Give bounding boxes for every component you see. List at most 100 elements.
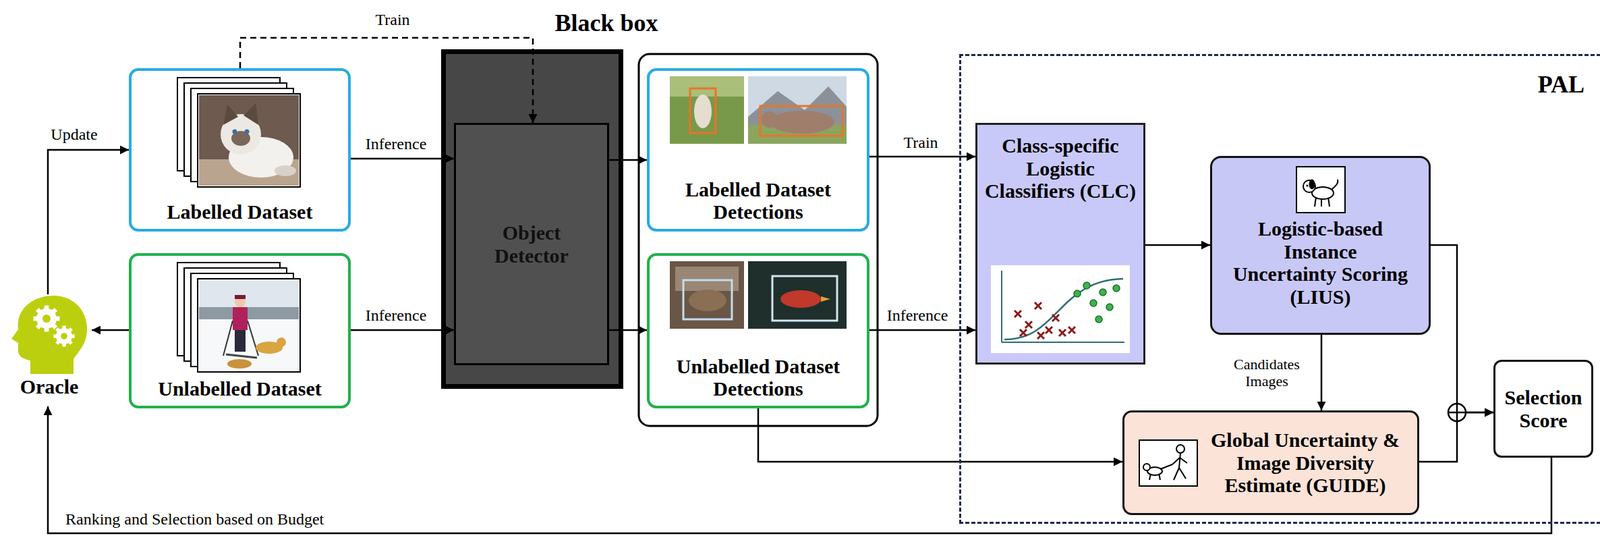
score-box: Selection Score bbox=[1493, 359, 1594, 458]
classifier-box: Class-specific Logistic Classifiers (CLC… bbox=[975, 122, 1146, 365]
circle-shape bbox=[1143, 463, 1151, 471]
edge-label-patch: Inference bbox=[363, 306, 430, 326]
ellipse-shape bbox=[688, 289, 727, 311]
sum-junction-bar bbox=[1456, 403, 1459, 421]
ellipse-shape bbox=[274, 165, 297, 177]
edge-label: Inference bbox=[365, 134, 427, 154]
edge-label: Ranking and Selection based on Budget bbox=[65, 509, 324, 529]
connector-arrow bbox=[758, 408, 1123, 462]
line-shape bbox=[225, 354, 257, 358]
g-shape bbox=[198, 279, 299, 371]
path-shape bbox=[1034, 302, 1042, 309]
rect-shape bbox=[669, 261, 745, 329]
circle-shape bbox=[1305, 184, 1308, 187]
connector-arrow bbox=[609, 329, 647, 332]
detection-thumbnails bbox=[669, 261, 847, 329]
path-shape bbox=[1025, 321, 1033, 328]
circle-shape bbox=[1095, 315, 1103, 323]
path-shape bbox=[1045, 326, 1053, 334]
circle-shape bbox=[1073, 290, 1081, 297]
path-shape bbox=[1037, 331, 1045, 339]
region-heading: PAL bbox=[1537, 70, 1585, 98]
line-shape bbox=[1179, 467, 1186, 479]
path-shape bbox=[1014, 310, 1022, 318]
edge-label-patch: Train bbox=[901, 133, 940, 153]
rect-shape bbox=[197, 278, 301, 372]
rect-shape bbox=[197, 93, 301, 187]
circle-shape bbox=[36, 308, 57, 329]
line-shape bbox=[247, 320, 259, 356]
line-shape bbox=[1314, 196, 1317, 207]
oracle-head-icon bbox=[7, 294, 92, 376]
sum-junction bbox=[1448, 403, 1466, 421]
line-shape bbox=[223, 320, 233, 356]
scoring-box: Logistic-based Instance Uncertainty Scor… bbox=[1210, 155, 1431, 335]
circle-shape bbox=[42, 314, 51, 323]
ellipse-shape bbox=[769, 110, 835, 134]
oracle-node: Oracle bbox=[6, 294, 92, 407]
line-shape bbox=[1001, 341, 1125, 343]
rect-shape bbox=[690, 88, 716, 133]
edge-label-patch: Update bbox=[48, 125, 100, 145]
rect-shape bbox=[198, 319, 299, 371]
circle-shape bbox=[244, 129, 249, 135]
path-shape bbox=[1019, 329, 1027, 336]
circle-shape bbox=[55, 327, 73, 345]
node-label: Unlabelled Dataset bbox=[157, 377, 322, 400]
node-label: Labelled Dataset bbox=[167, 200, 313, 224]
connector-arrow bbox=[91, 329, 129, 332]
node-label: Object Detector bbox=[467, 221, 596, 267]
circle-shape bbox=[1106, 303, 1113, 311]
dog-walker-icon bbox=[1138, 439, 1198, 487]
rect-shape bbox=[772, 275, 838, 321]
connector-arrow bbox=[609, 159, 647, 162]
node-label: Class-specific Logistic Classifiers (CLC… bbox=[984, 134, 1137, 203]
circle-shape bbox=[1099, 288, 1107, 296]
path-shape bbox=[1330, 179, 1338, 191]
connector-arrow bbox=[350, 157, 454, 160]
line-shape bbox=[1172, 457, 1180, 465]
connector-arrow bbox=[1320, 334, 1323, 411]
image-stack bbox=[176, 261, 305, 374]
rect-shape bbox=[198, 306, 299, 320]
detections-box: Labelled Dataset Detections bbox=[646, 68, 870, 232]
path-shape bbox=[1059, 329, 1066, 336]
g-shape bbox=[33, 305, 61, 332]
edge-label-patch: Inference bbox=[884, 306, 951, 326]
logistic-plot bbox=[990, 265, 1130, 353]
rect-shape bbox=[1139, 439, 1198, 486]
rect-shape bbox=[748, 76, 847, 144]
circle-shape bbox=[1176, 444, 1185, 453]
edge-label: Update bbox=[50, 125, 98, 145]
node-label: Labelled Dataset Detections bbox=[653, 178, 863, 224]
circle-shape bbox=[1303, 180, 1316, 193]
line-shape bbox=[1179, 452, 1181, 468]
path-shape bbox=[1004, 278, 1124, 340]
rect-shape bbox=[675, 266, 739, 291]
line-shape bbox=[1179, 457, 1188, 463]
rect-shape bbox=[234, 328, 246, 352]
circle-shape bbox=[1112, 284, 1120, 292]
edge-label: Train bbox=[375, 10, 410, 30]
node-label: Oracle bbox=[20, 375, 79, 398]
connector-arrow bbox=[1145, 244, 1211, 247]
line-shape bbox=[1173, 467, 1180, 480]
rect-shape bbox=[198, 95, 299, 186]
polygon-shape bbox=[748, 86, 847, 144]
dataset-box: Unlabelled Dataset bbox=[128, 252, 351, 409]
ellipse-shape bbox=[1309, 179, 1315, 189]
rect-shape bbox=[197, 93, 301, 187]
rect-shape bbox=[198, 279, 299, 371]
rect-shape bbox=[669, 76, 745, 97]
rect-shape bbox=[669, 76, 745, 144]
ellipse-shape bbox=[227, 358, 252, 369]
circle-shape bbox=[60, 332, 68, 340]
edge-label: Train bbox=[903, 133, 938, 153]
connector-arrow bbox=[1430, 244, 1494, 413]
pal-region: PAL Class-specific Logistic Classifiers (… bbox=[959, 53, 1600, 524]
node-label: Logistic-based Instance Uncertainty Scor… bbox=[1232, 217, 1410, 308]
detector-box: Object Detector bbox=[453, 122, 610, 365]
g-shape bbox=[53, 325, 75, 347]
rect-shape bbox=[197, 278, 301, 372]
